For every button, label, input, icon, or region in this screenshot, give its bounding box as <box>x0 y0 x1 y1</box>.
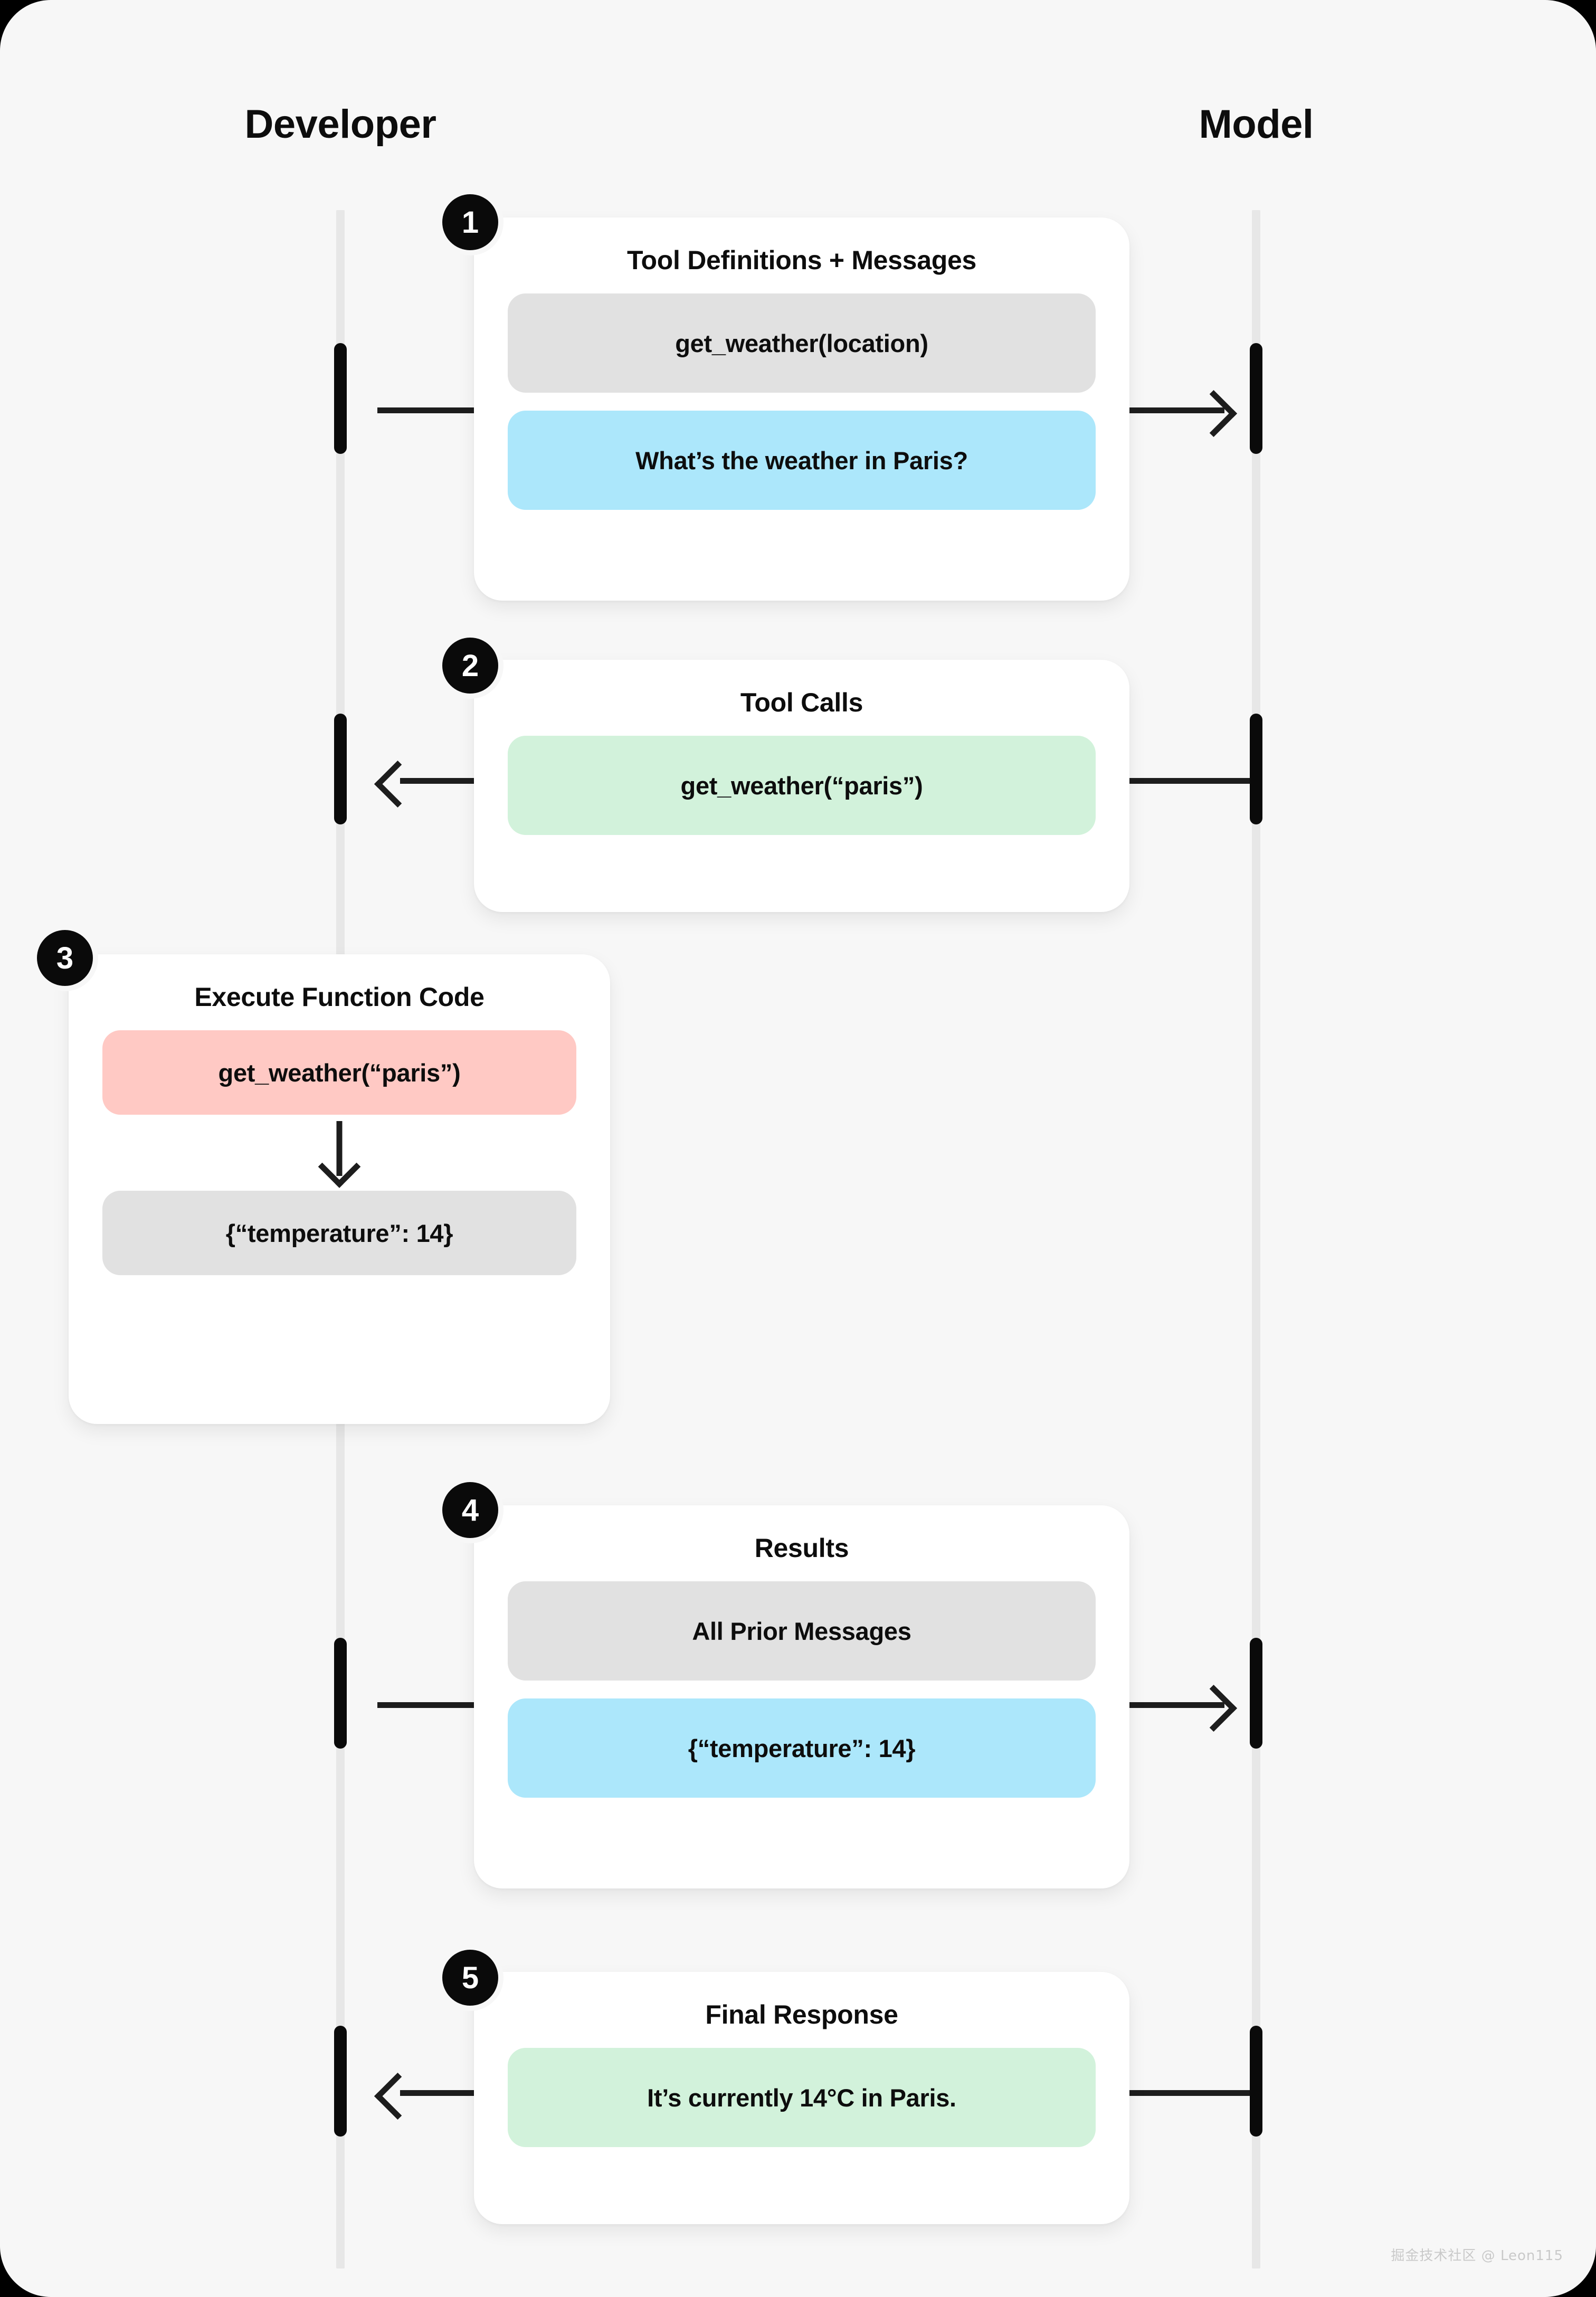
activation-bar-developer-step5 <box>334 2026 347 2137</box>
arrow-head-right-step1 <box>1190 390 1238 438</box>
activation-bar-developer-step4 <box>334 1638 347 1749</box>
card-step-2: Tool Calls get_weather(“paris”) <box>474 660 1129 912</box>
activation-bar-model-step1 <box>1250 343 1262 454</box>
pill-function-invocation: get_weather(“paris”) <box>102 1030 576 1115</box>
lifeline-model <box>1252 210 1260 2268</box>
card-title-step-4: Results <box>754 1533 849 1563</box>
lane-label-model: Model <box>1199 102 1314 147</box>
step-badge-5: 5 <box>442 1950 498 2006</box>
card-step-3: Execute Function Code get_weather(“paris… <box>69 954 610 1424</box>
pill-tool-call: get_weather(“paris”) <box>508 736 1096 835</box>
watermark-text: 掘金技术社区 @ Leon115 <box>1391 2248 1563 2264</box>
activation-bar-developer-step2 <box>334 714 347 824</box>
card-title-step-3: Execute Function Code <box>194 982 484 1012</box>
arrow-head-left-step5 <box>374 2072 422 2120</box>
pill-function-result: {“temperature”: 14} <box>102 1191 576 1275</box>
card-title-step-1: Tool Definitions + Messages <box>627 245 976 275</box>
connector-line-step4-right <box>1129 1702 1224 1708</box>
arrow-head-left-step2 <box>374 760 422 808</box>
activation-bar-model-step2 <box>1250 714 1262 824</box>
pill-prior-messages: All Prior Messages <box>508 1581 1096 1681</box>
card-step-4: Results All Prior Messages {“temperature… <box>474 1505 1129 1888</box>
connector-line-step1-right <box>1129 407 1224 413</box>
card-title-step-5: Final Response <box>705 2000 898 2029</box>
activation-bar-model-step5 <box>1250 2026 1262 2137</box>
pill-user-message: What’s the weather in Paris? <box>508 411 1096 510</box>
connector-line-step4-left <box>377 1702 483 1708</box>
card-step-1: Tool Definitions + Messages get_weather(… <box>474 217 1129 601</box>
connector-line-step5-right <box>1129 2090 1251 2096</box>
pill-tool-definition: get_weather(location) <box>508 293 1096 393</box>
pill-tool-result-message: {“temperature”: 14} <box>508 1698 1096 1798</box>
activation-bar-developer-step1 <box>334 343 347 454</box>
step-badge-3: 3 <box>37 930 93 986</box>
pill-final-response: It’s currently 14°C in Paris. <box>508 2048 1096 2147</box>
arrow-head-right-step4 <box>1190 1684 1238 1732</box>
down-arrow-icon <box>102 1118 576 1188</box>
connector-line-step1-left <box>377 407 483 413</box>
connector-line-step2-right <box>1129 778 1251 784</box>
activation-bar-model-step4 <box>1250 1638 1262 1749</box>
step-badge-1: 1 <box>442 194 498 250</box>
card-step-5: Final Response It’s currently 14°C in Pa… <box>474 1972 1129 2224</box>
connector-line-step5-left <box>400 2090 483 2096</box>
step-badge-2: 2 <box>442 638 498 694</box>
lane-label-developer: Developer <box>244 102 437 147</box>
card-title-step-2: Tool Calls <box>740 688 863 717</box>
step-badge-4: 4 <box>442 1482 498 1538</box>
connector-line-step2-left <box>400 778 483 784</box>
